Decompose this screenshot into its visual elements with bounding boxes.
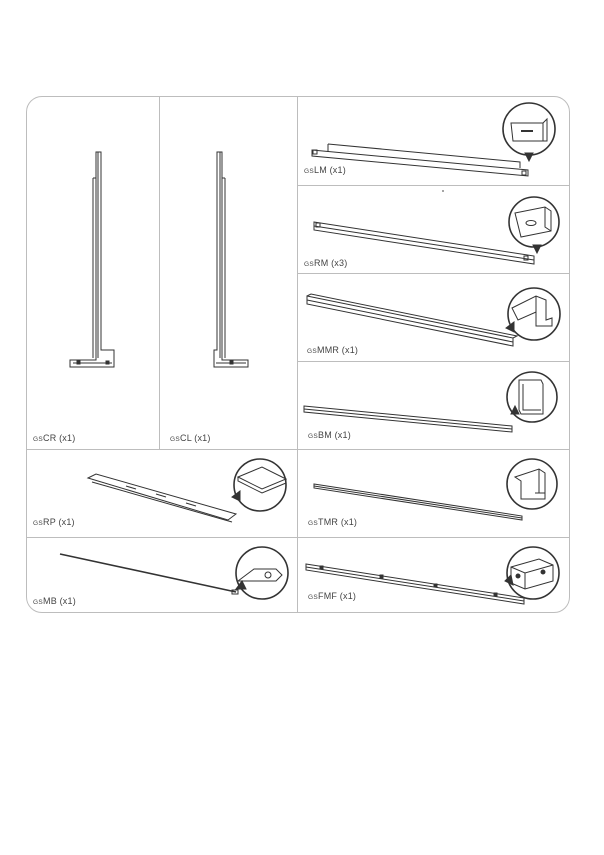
part-bm-drawing xyxy=(302,404,516,434)
part-fmf-drawing xyxy=(304,562,528,608)
part-cr-label: GSCR (x1) xyxy=(33,433,76,443)
detail-zoom-icon xyxy=(507,195,561,249)
part-rp-drawing xyxy=(86,474,240,524)
detail-zoom-icon xyxy=(501,101,557,157)
detail-zoom-icon xyxy=(506,286,562,342)
part-rm-drawing xyxy=(312,218,540,268)
divider-col-2 xyxy=(297,97,298,613)
part-lm-drawing xyxy=(310,138,535,180)
detail-zoom-icon xyxy=(505,370,559,424)
part-bm-label: GSBM (x1) xyxy=(308,430,351,440)
divider-col-1 xyxy=(159,97,160,449)
detail-zoom-icon xyxy=(234,545,290,601)
part-mmr-drawing xyxy=(305,294,520,352)
divider-row xyxy=(298,273,569,274)
part-rm-label: GSRM (x3) xyxy=(304,258,348,268)
part-tmr-label: GSTMR (x1) xyxy=(308,517,358,527)
detail-zoom-icon xyxy=(232,457,288,513)
part-mb-label: GSMB (x1) xyxy=(33,596,76,606)
parts-sheet xyxy=(26,96,570,613)
stray-mark xyxy=(442,190,444,192)
divider-row xyxy=(298,185,569,186)
part-mb-drawing xyxy=(58,552,242,598)
detail-zoom-icon xyxy=(505,545,561,601)
divider-row xyxy=(27,449,569,450)
part-lm-label: GSLM (x1) xyxy=(304,165,346,175)
part-fmf-label: GSFMF (x1) xyxy=(308,591,357,601)
divider-row xyxy=(27,537,569,538)
part-cl-drawing xyxy=(212,150,262,370)
part-cl-label: GSCL (x1) xyxy=(170,433,211,443)
part-mmr-label: GSMMR (x1) xyxy=(307,345,359,355)
part-rp-label: GSRP (x1) xyxy=(33,517,75,527)
divider-row xyxy=(298,361,569,362)
detail-zoom-icon xyxy=(505,457,559,511)
part-tmr-drawing xyxy=(312,482,526,522)
part-cr-drawing xyxy=(68,150,118,370)
